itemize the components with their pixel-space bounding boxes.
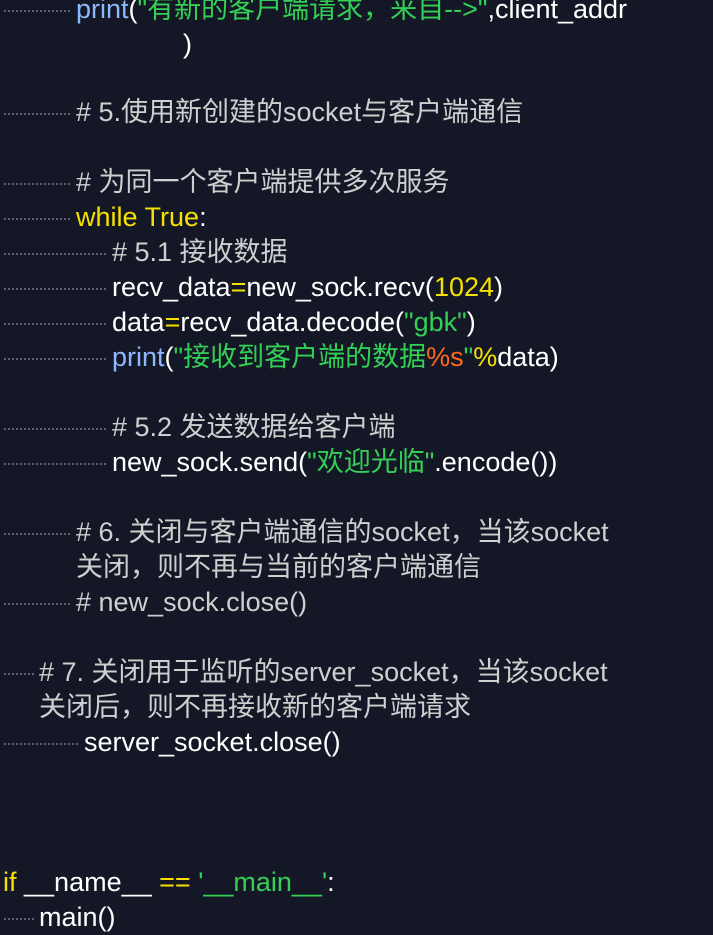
- keyword-while: while: [76, 202, 138, 232]
- code-line-1[interactable]: print("有新的客户端请求，来自-->",client_addr: [0, 0, 713, 27]
- comment: # 5.使用新创建的socket与客户端通信: [76, 97, 524, 127]
- code-line-15[interactable]: # 7. 关闭用于监听的server_socket，当该socket: [0, 655, 713, 690]
- code-text: server_socket.close(): [84, 727, 341, 757]
- code-line-13[interactable]: 关闭，则不再与当前的客户端通信: [0, 550, 713, 585]
- code-line-9[interactable]: print("接收到客户端的数据%s"%data): [0, 340, 713, 375]
- indent-guide: [4, 532, 70, 535]
- comment: # 6. 关闭与客户端通信的socket，当该socket: [76, 517, 609, 547]
- code-line-6[interactable]: # 5.1 接收数据: [0, 235, 713, 270]
- comment: 关闭，则不再与当前的客户端通信: [76, 552, 481, 582]
- operator: ==: [159, 867, 191, 897]
- string-literal: '__main__': [198, 867, 328, 897]
- indent-guide: [4, 462, 106, 465]
- code-line-19[interactable]: main(): [0, 900, 713, 935]
- comment: # 7. 关闭用于监听的server_socket，当该socket: [39, 657, 608, 687]
- code-line-16[interactable]: 关闭后，则不再接收新的客户端请求: [0, 690, 713, 725]
- code-text: print("有新的客户端请求，来自-->",client_addr: [76, 0, 627, 27]
- code-line-8[interactable]: data=recv_data.decode("gbk"): [0, 305, 713, 340]
- indent-guide: [4, 112, 70, 115]
- builtin-print: print: [76, 0, 129, 24]
- code-text: new_sock.send("欢迎光临".encode()): [112, 447, 558, 477]
- indent-guide: [4, 672, 34, 675]
- code-line-2[interactable]: ): [0, 27, 713, 62]
- comment: # 5.1 接收数据: [112, 237, 288, 267]
- code-line-14[interactable]: # new_sock.close(): [0, 585, 713, 620]
- code-text: if __name__ == '__main__':: [3, 867, 335, 897]
- code-line-11[interactable]: new_sock.send("欢迎光临".encode()): [0, 445, 713, 480]
- code-line-5[interactable]: while True:: [0, 200, 713, 235]
- operator: %: [473, 342, 498, 372]
- operator: =: [230, 272, 247, 302]
- code-line-17[interactable]: server_socket.close(): [0, 725, 713, 760]
- indent-guide: [4, 917, 34, 920]
- code-text: recv_data=new_sock.recv(1024): [112, 272, 504, 302]
- indent-guide: [4, 287, 106, 290]
- string-literal: "gbk": [404, 307, 467, 337]
- code-text: print("接收到客户端的数据%s"%data): [112, 342, 559, 372]
- code-line-10[interactable]: # 5.2 发送数据给客户端: [0, 410, 713, 445]
- code-line-18[interactable]: if __name__ == '__main__':: [0, 865, 713, 900]
- indent-guide: [4, 742, 78, 745]
- code-line-7[interactable]: recv_data=new_sock.recv(1024): [0, 270, 713, 305]
- code-line-12[interactable]: # 6. 关闭与客户端通信的socket，当该socket: [0, 515, 713, 550]
- indent-guide: [4, 357, 106, 360]
- indent-guide: [4, 602, 70, 605]
- indent-guide: [4, 182, 70, 185]
- code-text: data=recv_data.decode("gbk"): [112, 307, 476, 337]
- comment: # 5.2 发送数据给客户端: [112, 412, 396, 442]
- code-text: while True:: [76, 202, 207, 232]
- operator: =: [164, 307, 181, 337]
- keyword-if: if: [3, 867, 17, 897]
- keyword-true: True: [144, 202, 200, 232]
- indent-guide: [4, 9, 70, 12]
- string-literal: "有新的客户端请求，来自-->": [137, 0, 488, 24]
- indent-guide: [4, 217, 70, 220]
- indent-guide: [4, 252, 106, 255]
- builtin-print: print: [112, 342, 165, 372]
- comment: 关闭后，则不再接收新的客户端请求: [39, 692, 471, 722]
- code-text: ): [183, 29, 192, 59]
- string-literal: "欢迎光临": [307, 447, 435, 477]
- string-literal: "接收到客户端的数据: [173, 342, 427, 372]
- number-literal: 1024: [433, 272, 495, 302]
- indent-guide: [4, 427, 106, 430]
- code-line-4[interactable]: # 为同一个客户端提供多次服务: [0, 165, 713, 200]
- comment: # 为同一个客户端提供多次服务: [76, 167, 450, 197]
- code-text: main(): [39, 902, 116, 932]
- format-specifier: %s: [426, 342, 464, 372]
- comment: # new_sock.close(): [76, 587, 308, 617]
- code-line-3[interactable]: # 5.使用新创建的socket与客户端通信: [0, 95, 713, 130]
- indent-guide: [4, 322, 106, 325]
